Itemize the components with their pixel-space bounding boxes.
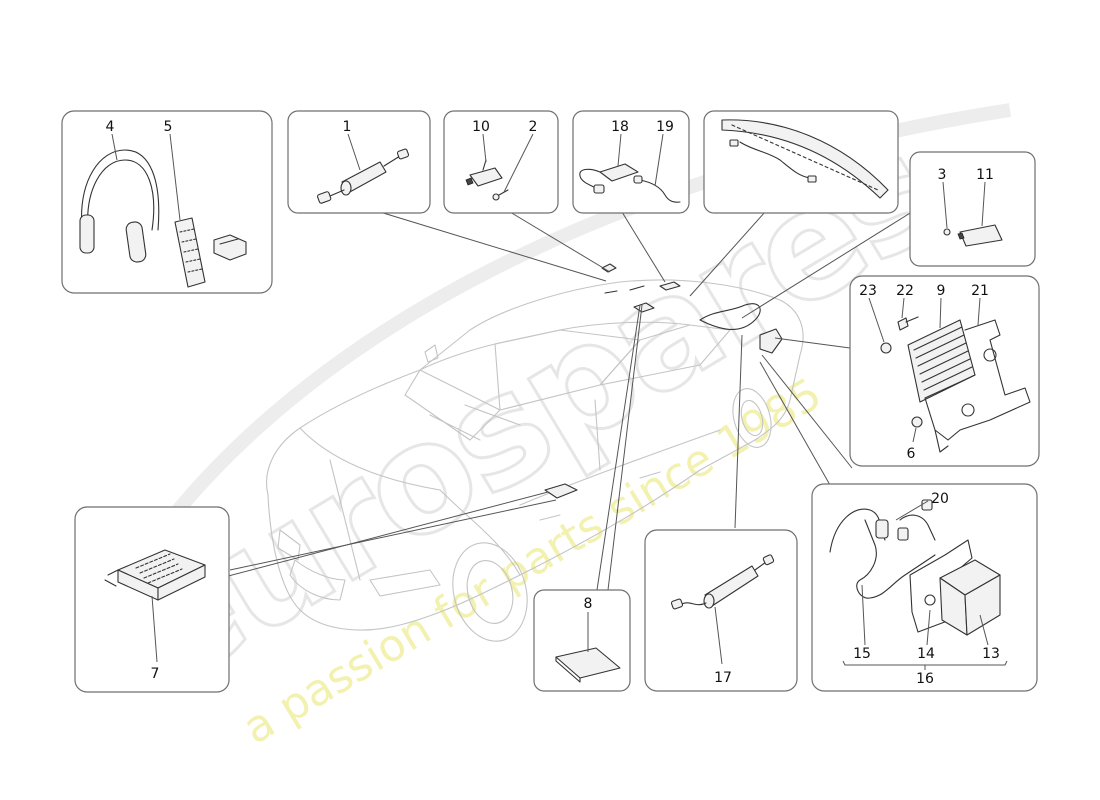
callout-18: 18: [611, 119, 629, 135]
callout-17: 17: [714, 670, 732, 686]
control-unit-7-icon: [104, 549, 206, 601]
callout-13: 13: [982, 646, 1000, 662]
amplifier-9-icon: [907, 319, 976, 403]
headphones-icon: [79, 149, 160, 263]
box-spoiler-harness: [703, 110, 899, 214]
box-antenna-1: 1: [287, 110, 431, 214]
roof-module-18: [659, 281, 681, 291]
flat-module-8-icon: [555, 647, 621, 683]
box-headphones: 4 5: [61, 110, 273, 294]
antenna-icon: [317, 148, 410, 204]
spoiler-panel-icon: [721, 119, 889, 199]
callout-7: 7: [151, 666, 160, 682]
box-module-7: 7: [74, 506, 230, 693]
nut-6-icon: [911, 416, 923, 428]
control-unit-13-icon: [939, 559, 1001, 636]
callout-20: 20: [931, 491, 949, 507]
callout-9: 9: [937, 283, 946, 299]
callout-16: 16: [916, 671, 934, 687]
remote-control-icon: [174, 217, 206, 288]
callout-3: 3: [938, 167, 947, 183]
box-amplifier-9: 23 22 9 21 6: [849, 275, 1040, 467]
ir-receiver-icon: [213, 234, 247, 261]
roof-part-b: [604, 290, 618, 294]
box-antenna-17: 17: [644, 529, 798, 692]
callout-15: 15: [853, 646, 871, 662]
callout-10: 10: [472, 119, 490, 135]
roof-part-a: [601, 263, 617, 273]
rear-harness: [699, 303, 761, 331]
harness-15-icon: [829, 499, 936, 599]
callout-4: 4: [106, 119, 115, 135]
roof-part-c: [629, 285, 645, 291]
antenna-17-icon: [670, 554, 775, 610]
box-module-10: 10 2: [443, 110, 559, 214]
callout-14: 14: [917, 646, 935, 662]
car-installed-parts: [544, 263, 783, 499]
bracket-21-icon: [924, 319, 1031, 453]
rear-bracket-unit: [759, 328, 783, 354]
callout-19: 19: [656, 119, 674, 135]
amplifier-module-icon: [579, 163, 639, 194]
bolt-22-icon: [897, 316, 919, 331]
clip-3-icon: [943, 228, 951, 236]
control-unit-11-icon: [957, 224, 1003, 247]
nut-23-icon: [880, 342, 892, 354]
box-module-8: 8: [533, 589, 631, 692]
callout-11: 11: [976, 167, 994, 183]
box-module-11: 3 11: [909, 151, 1036, 267]
callout-5: 5: [164, 119, 173, 135]
callout-6: 6: [907, 446, 916, 462]
callout-22: 22: [896, 283, 914, 299]
callout-2: 2: [529, 119, 538, 135]
callout-21: 21: [971, 283, 989, 299]
screw-icon: [492, 189, 509, 201]
callout-8: 8: [584, 596, 593, 612]
box-module-18: 18 19: [572, 110, 690, 214]
callout-23: 23: [859, 283, 877, 299]
car-outline: [266, 279, 804, 642]
callout-1: 1: [343, 119, 352, 135]
leader-lines: [212, 209, 916, 591]
cable-19-icon: [633, 175, 681, 203]
box-telematics-16: 20 15 14 13 16: [811, 483, 1038, 692]
door-module-7: [544, 483, 578, 499]
